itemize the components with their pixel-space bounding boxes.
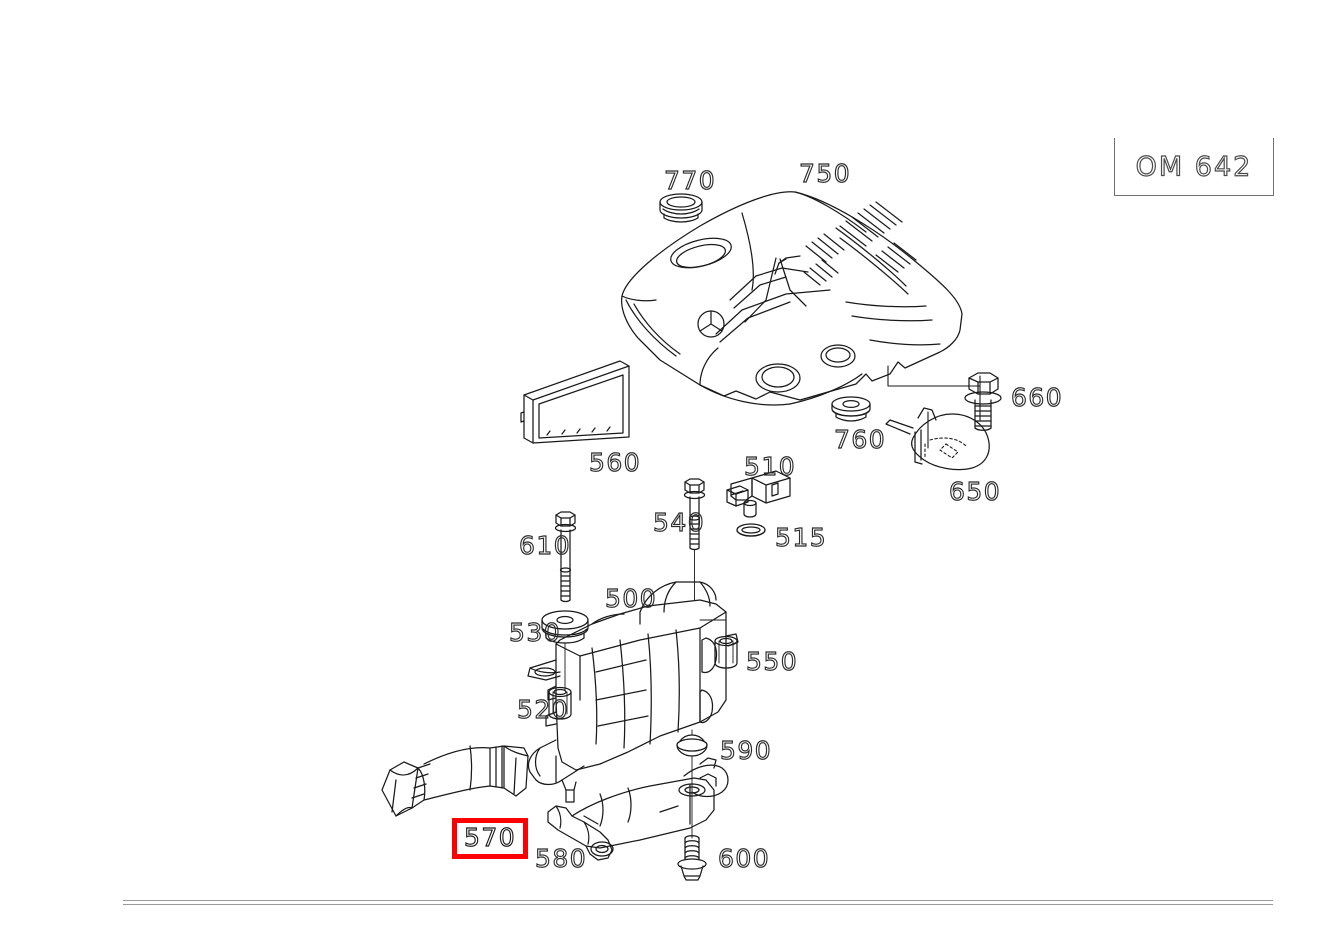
- part-label-sensor-o-ring: 515: [774, 523, 828, 552]
- part-label-map-sensor: 510: [743, 452, 797, 481]
- part-label-duct-grommet: 590: [719, 736, 773, 765]
- part-duct-bolt: [677, 835, 707, 881]
- part-label-air-filter-housing: 500: [604, 584, 658, 613]
- part-label-hex-flange-bolt: 660: [1010, 383, 1064, 412]
- engine-code-plate: OM 642: [1114, 138, 1274, 196]
- footer-rule: [123, 900, 1273, 905]
- part-oil-filler-cap: [659, 193, 703, 223]
- part-cover-grommet: [831, 396, 871, 422]
- part-long-bolt-left: [554, 511, 577, 603]
- part-air-filter-element: [520, 360, 630, 444]
- part-engine-cover: [620, 191, 963, 406]
- part-hex-flange-bolt: [964, 372, 1002, 431]
- part-air-filter-housing: [527, 581, 739, 803]
- part-long-bolt-upper: [683, 478, 706, 601]
- part-sensor-o-ring: [736, 523, 766, 537]
- part-air-intake-duct: [381, 745, 529, 817]
- part-label-duct-bolt: 600: [717, 844, 771, 873]
- part-label-engine-cover: 750: [798, 159, 852, 188]
- leader-lines: [887, 365, 981, 449]
- part-label-cover-grommet: 760: [833, 425, 887, 454]
- part-lower-duct-body: [571, 757, 729, 849]
- part-label-rubber-mount-grommet: 530: [508, 618, 562, 647]
- part-map-sensor: [726, 470, 791, 518]
- part-label-bushing-left: 520: [516, 695, 570, 724]
- part-label-air-filter-element: 560: [588, 448, 642, 477]
- part-label-long-bolt-left: 610: [518, 531, 572, 560]
- part-label-oil-filler-cap: 770: [663, 166, 717, 195]
- part-label-duct-bracket: 580: [534, 844, 588, 873]
- part-mounting-bracket-hidden: [924, 437, 967, 459]
- engine-code-text: OM 642: [1135, 150, 1253, 182]
- part-label-long-bolt-upper: 540: [652, 508, 706, 537]
- part-label-bushing-right: 550: [745, 647, 799, 676]
- part-duct-grommet: [676, 729, 708, 839]
- part-mounting-bracket: [885, 407, 990, 471]
- part-label-air-intake-duct: 570: [452, 818, 529, 859]
- part-label-mounting-bracket: 650: [948, 477, 1002, 506]
- part-duct-bracket: [547, 805, 614, 861]
- part-bushing-left: [548, 686, 572, 720]
